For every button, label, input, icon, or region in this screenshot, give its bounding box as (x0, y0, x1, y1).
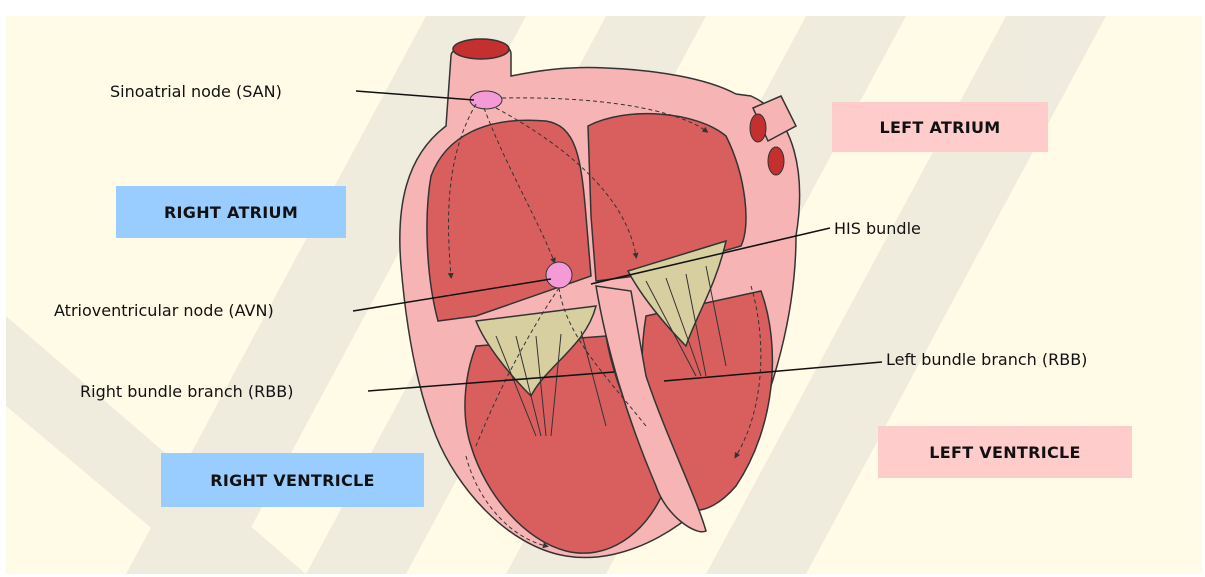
his-bundle-label: HIS bundle (834, 219, 921, 239)
right-atrium-label: RIGHT ATRIUM (116, 186, 346, 238)
aorta-opening (453, 39, 509, 59)
san-label: Sinoatrial node (SAN) (110, 82, 282, 102)
right-ventricle-label: RIGHT VENTRICLE (161, 453, 424, 507)
left-ventricle-label: LEFT VENTRICLE (878, 426, 1132, 478)
diagram-panel: Sinoatrial node (SAN) HIS bundle Atriove… (6, 16, 1202, 574)
left-atrium-label: LEFT ATRIUM (832, 102, 1048, 152)
avn-label: Atrioventricular node (AVN) (54, 301, 274, 321)
right-bundle-label: Right bundle branch (RBB) (80, 382, 293, 402)
left-bundle-label: Left bundle branch (RBB) (886, 350, 1087, 370)
atrioventricular-node (546, 262, 572, 288)
vein-opening-2 (768, 147, 784, 175)
vein-opening-1 (750, 114, 766, 142)
